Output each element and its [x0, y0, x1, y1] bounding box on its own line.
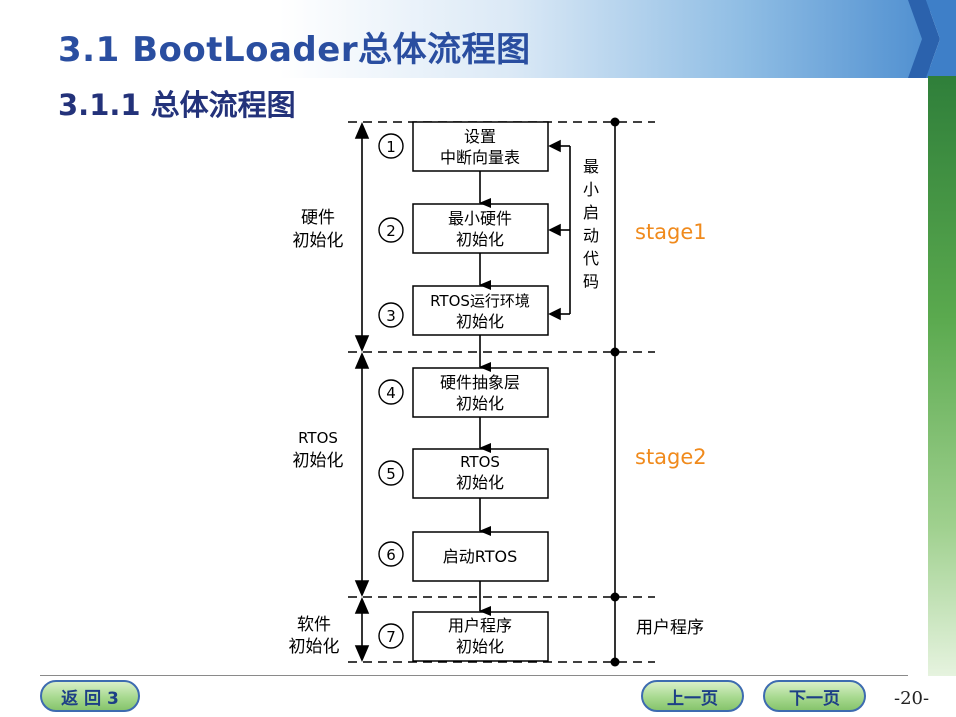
group-label-rtos-line1: RTOS: [298, 429, 338, 447]
svg-text:5: 5: [386, 465, 396, 483]
header-chevron-icon: [908, 0, 956, 78]
prev-page-label: 上一页: [667, 688, 718, 709]
svg-text:2: 2: [386, 222, 396, 240]
software-init-span-arrow: [354, 596, 370, 663]
step-number-5: 5: [378, 460, 404, 486]
prev-page-button[interactable]: 上一页: [641, 680, 744, 712]
svg-text:动: 动: [583, 226, 599, 245]
user-program-label: 用户程序: [636, 618, 704, 638]
group-label-software-line2: 初始化: [289, 637, 340, 657]
svg-text:6: 6: [386, 546, 396, 564]
svg-text:初始化: 初始化: [456, 637, 504, 656]
svg-text:最小硬件: 最小硬件: [448, 209, 512, 228]
next-page-label: 下一页: [789, 688, 840, 709]
stage-divider-line: [610, 117, 620, 667]
group-label-software-line1: 软件: [297, 615, 331, 635]
svg-text:中断向量表: 中断向量表: [440, 148, 520, 167]
page-number: -20-: [894, 688, 930, 709]
svg-text:用户程序: 用户程序: [448, 616, 512, 635]
group-label-rtos-line2: 初始化: [293, 451, 344, 471]
svg-text:初始化: 初始化: [456, 312, 504, 331]
svg-text:初始化: 初始化: [456, 394, 504, 413]
back-button-label: 返 回 3: [61, 688, 119, 709]
step-box-7: 用户程序 初始化: [412, 611, 549, 662]
back-button[interactable]: 返 回 3: [40, 680, 140, 712]
svg-text:小: 小: [583, 180, 599, 199]
step-number-6: 6: [378, 541, 404, 567]
footer-divider: [40, 675, 908, 676]
step-box-1: 设置 中断向量表: [412, 121, 549, 172]
svg-text:初始化: 初始化: [456, 473, 504, 492]
next-page-button[interactable]: 下一页: [763, 680, 866, 712]
step-number-7: 7: [378, 623, 404, 649]
step-number-3: 3: [378, 302, 404, 328]
svg-text:RTOS: RTOS: [460, 453, 500, 471]
group-label-hardware-line1: 硬件: [301, 208, 335, 228]
side-stripe: [928, 76, 956, 676]
min-boot-code-bracket: [548, 139, 571, 321]
svg-text:码: 码: [583, 272, 599, 291]
slide-title: 3.1 BootLoader总体流程图: [58, 30, 531, 70]
rtos-init-span-arrow: [354, 351, 370, 598]
group-label-hardware-line2: 初始化: [293, 231, 344, 251]
svg-text:启动RTOS: 启动RTOS: [443, 547, 517, 566]
svg-text:最: 最: [583, 157, 599, 176]
svg-text:RTOS运行环境: RTOS运行环境: [430, 292, 530, 310]
stage1-label: stage1: [635, 220, 707, 244]
svg-text:硬件抽象层: 硬件抽象层: [440, 373, 520, 392]
svg-text:1: 1: [386, 138, 396, 156]
svg-text:4: 4: [386, 384, 396, 402]
step-box-2: 最小硬件 初始化: [412, 203, 549, 254]
header-band: [0, 0, 930, 78]
svg-text:7: 7: [386, 628, 396, 646]
step-box-5: RTOS 初始化: [412, 448, 549, 499]
hardware-init-span-arrow: [354, 121, 370, 353]
min-boot-code-label: 最 小 启 动 代 码: [583, 157, 599, 291]
step-box-6: 启动RTOS: [412, 531, 549, 582]
step-box-3: RTOS运行环境 初始化: [412, 285, 549, 336]
svg-text:代: 代: [583, 249, 599, 268]
step-number-1: 1: [378, 133, 404, 159]
svg-text:3: 3: [386, 307, 396, 325]
stage2-label: stage2: [635, 445, 707, 469]
svg-text:初始化: 初始化: [456, 230, 504, 249]
svg-text:启: 启: [583, 203, 599, 222]
slide-subtitle: 3.1.1 总体流程图: [58, 88, 296, 122]
step-number-4: 4: [378, 379, 404, 405]
step-box-4: 硬件抽象层 初始化: [412, 367, 549, 418]
step-number-2: 2: [378, 217, 404, 243]
svg-text:设置: 设置: [464, 127, 496, 146]
